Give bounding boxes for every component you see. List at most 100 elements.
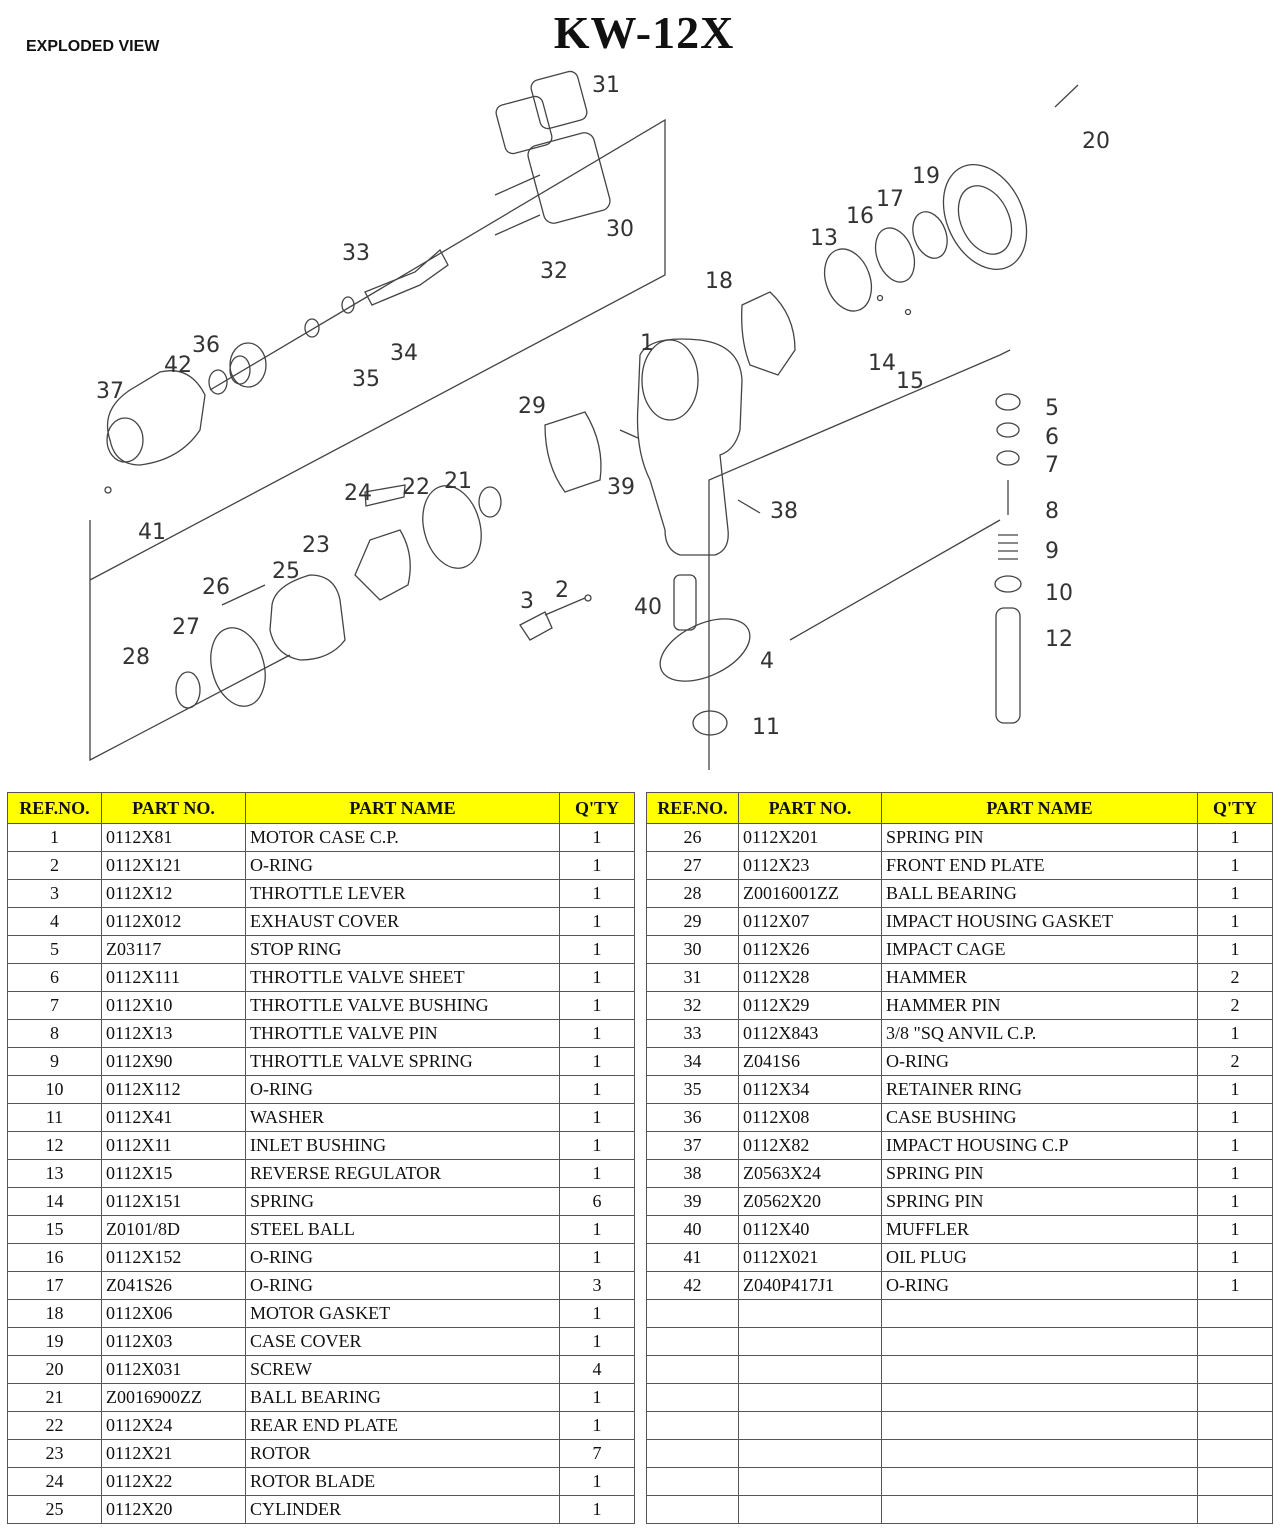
col-part-no: PART NO. bbox=[738, 792, 882, 824]
part-name-cell: REAR END PLATE bbox=[245, 1411, 560, 1440]
part-name-cell: SCREW bbox=[245, 1355, 560, 1384]
ref-no-cell bbox=[646, 1411, 739, 1440]
qty-cell: 1 bbox=[1197, 1019, 1273, 1048]
qty-cell: 7 bbox=[559, 1439, 635, 1468]
table-row bbox=[646, 1439, 1273, 1468]
part-no-cell: Z0562X20 bbox=[738, 1187, 882, 1216]
part-name-cell: MOTOR CASE C.P. bbox=[245, 823, 560, 852]
part-no-cell: Z040P417J1 bbox=[738, 1271, 882, 1300]
part-callout-18: 18 bbox=[705, 269, 733, 294]
part-callout-41: 41 bbox=[138, 520, 166, 545]
part-name-cell: SPRING PIN bbox=[881, 1159, 1198, 1188]
part-no-cell: Z03117 bbox=[101, 935, 246, 964]
qty-cell: 1 bbox=[1197, 851, 1273, 880]
part-callout-35: 35 bbox=[352, 367, 380, 392]
part-no-cell: 0112X28 bbox=[738, 963, 882, 992]
part-no-cell: 0112X112 bbox=[101, 1075, 246, 1104]
part-name-cell: WASHER bbox=[245, 1103, 560, 1132]
part-callout-3: 3 bbox=[520, 589, 534, 614]
qty-cell: 1 bbox=[1197, 1271, 1273, 1300]
qty-cell: 1 bbox=[559, 1383, 635, 1412]
ref-no-cell: 9 bbox=[7, 1047, 102, 1076]
part-no-cell: 0112X012 bbox=[101, 907, 246, 936]
table-row bbox=[646, 1495, 1273, 1524]
part-callout-30: 30 bbox=[606, 217, 634, 242]
part-no-cell bbox=[738, 1467, 882, 1496]
part-callout-21: 21 bbox=[444, 469, 472, 494]
ref-no-cell: 7 bbox=[7, 991, 102, 1020]
qty-cell bbox=[1197, 1299, 1273, 1328]
table-row bbox=[646, 1383, 1273, 1412]
part-name-cell: SPRING bbox=[245, 1187, 560, 1216]
part-no-cell: Z0016900ZZ bbox=[101, 1383, 246, 1412]
part-name-cell bbox=[881, 1495, 1198, 1524]
qty-cell: 1 bbox=[1197, 1075, 1273, 1104]
part-callout-28: 28 bbox=[122, 645, 150, 670]
table-row bbox=[646, 1327, 1273, 1356]
part-name-cell: ROTOR bbox=[245, 1439, 560, 1468]
ref-no-cell: 12 bbox=[7, 1131, 102, 1160]
exploded-view-label: EXPLODED VIEW bbox=[26, 38, 160, 55]
part-no-cell: 0112X021 bbox=[738, 1243, 882, 1272]
ref-no-cell: 30 bbox=[646, 935, 739, 964]
qty-cell: 3 bbox=[559, 1271, 635, 1300]
part-name-cell: O-RING bbox=[881, 1047, 1198, 1076]
part-no-cell: 0112X12 bbox=[101, 879, 246, 908]
qty-cell: 1 bbox=[559, 963, 635, 992]
col-ref-no: REF.NO. bbox=[646, 792, 739, 824]
col-ref-no: REF.NO. bbox=[7, 792, 102, 824]
part-name-cell: RETAINER RING bbox=[881, 1075, 1198, 1104]
part-name-cell: CASE COVER bbox=[245, 1327, 560, 1356]
qty-cell: 2 bbox=[1197, 991, 1273, 1020]
part-no-cell: 0112X23 bbox=[738, 851, 882, 880]
qty-cell bbox=[1197, 1383, 1273, 1412]
qty-cell: 1 bbox=[559, 1047, 635, 1076]
qty-cell: 1 bbox=[559, 907, 635, 936]
part-no-cell: 0112X34 bbox=[738, 1075, 882, 1104]
part-name-cell: O-RING bbox=[245, 1271, 560, 1300]
part-name-cell: MOTOR GASKET bbox=[245, 1299, 560, 1328]
part-no-cell: 0112X111 bbox=[101, 963, 246, 992]
qty-cell: 2 bbox=[1197, 963, 1273, 992]
qty-cell: 1 bbox=[559, 935, 635, 964]
part-name-cell: FRONT END PLATE bbox=[881, 851, 1198, 880]
ref-no-cell: 18 bbox=[7, 1299, 102, 1328]
ref-no-cell: 14 bbox=[7, 1187, 102, 1216]
part-name-cell: CASE BUSHING bbox=[881, 1103, 1198, 1132]
ref-no-cell bbox=[646, 1439, 739, 1468]
part-no-cell bbox=[738, 1411, 882, 1440]
ref-no-cell: 28 bbox=[646, 879, 739, 908]
ref-no-cell: 37 bbox=[646, 1131, 739, 1160]
part-name-cell: THROTTLE VALVE PIN bbox=[245, 1019, 560, 1048]
table-row bbox=[646, 1411, 1273, 1440]
part-callout-31: 31 bbox=[592, 73, 620, 98]
part-callout-7: 7 bbox=[1045, 453, 1059, 478]
qty-cell: 1 bbox=[559, 1243, 635, 1272]
part-name-cell: 3/8 "SQ ANVIL C.P. bbox=[881, 1019, 1198, 1048]
qty-cell bbox=[1197, 1467, 1273, 1496]
part-no-cell: 0112X20 bbox=[101, 1495, 246, 1524]
part-name-cell bbox=[881, 1355, 1198, 1384]
part-no-cell: 0112X21 bbox=[101, 1439, 246, 1468]
part-no-cell: Z0101/8D bbox=[101, 1215, 246, 1244]
qty-cell: 1 bbox=[1197, 1103, 1273, 1132]
part-name-cell: INLET BUSHING bbox=[245, 1131, 560, 1160]
part-no-cell: 0112X843 bbox=[738, 1019, 882, 1048]
part-no-cell: 0112X15 bbox=[101, 1159, 246, 1188]
ref-no-cell: 27 bbox=[646, 851, 739, 880]
ref-no-cell bbox=[646, 1495, 739, 1524]
part-no-cell: Z0563X24 bbox=[738, 1159, 882, 1188]
